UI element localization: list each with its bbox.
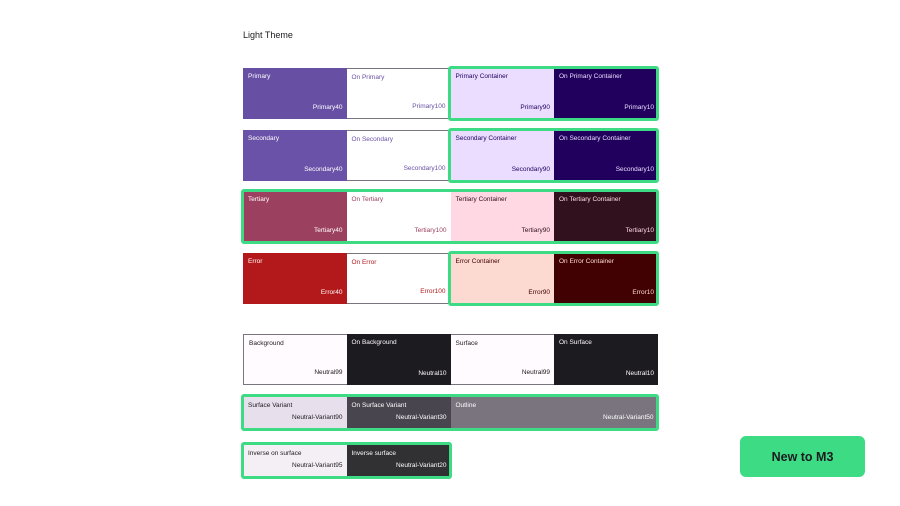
swatch-tone: Neutral10 [625,369,654,377]
swatch-error[interactable]: Error Error40 [243,253,347,304]
inverse-row: Inverse on surface Neutral-Variant95 Inv… [243,444,451,477]
swatch-name: On Secondary [351,136,394,143]
swatch-name: On Primary Container [559,73,622,80]
swatch-name: Primary [248,73,271,80]
swatch-name: Background [249,340,284,347]
swatch-tone: Neutral-Variant30 [396,413,447,421]
swatch-name: Secondary [248,135,280,142]
swatch-name: On Surface Variant [351,402,407,409]
swatch-name: On Surface [559,339,592,346]
swatch-tone: Error10 [632,288,654,296]
swatch-tone: Tertiary90 [521,226,550,234]
swatch-on-error[interactable]: On Error Error100 [346,253,451,304]
swatch-tone: Neutral-Variant95 [292,461,343,469]
swatch-tone: Secondary10 [615,165,654,173]
background-surface-row: Background Neutral99 On Background Neutr… [243,334,658,385]
swatch-name: Tertiary [248,196,270,203]
swatch-on-secondary[interactable]: On Secondary Secondary100 [346,130,451,181]
swatch-name: On Tertiary [351,196,384,203]
swatch-name: Inverse on surface [248,450,302,457]
swatch-tone: Error90 [528,288,550,296]
swatch-name: Secondary Container [455,135,517,142]
swatch-primary[interactable]: Primary Primary40 [243,68,347,119]
primary-row: Primary Primary40 On Primary Primary100 … [243,68,658,119]
page-title: Light Theme [243,30,293,40]
swatch-primary-container[interactable]: Primary Container Primary90 [450,68,554,119]
swatch-on-tertiary[interactable]: On Tertiary Tertiary100 [346,191,451,242]
swatch-tone: Error40 [320,288,343,296]
swatch-tone: Neutral10 [418,369,447,377]
swatch-inverse-surface[interactable]: Inverse surface Neutral-Variant20 [346,444,451,477]
swatch-name: On Background [351,339,397,346]
swatch-on-surface-variant[interactable]: On Surface Variant Neutral-Variant30 [346,396,451,429]
swatch-background[interactable]: Background Neutral99 [243,334,347,385]
tertiary-row: Tertiary Tertiary40 On Tertiary Tertiary… [243,191,658,242]
swatch-name: On Error [351,259,377,266]
swatch-tone: Neutral99 [521,368,550,376]
swatch-on-secondary-container[interactable]: On Secondary Container Secondary10 [554,130,658,181]
swatch-tone: Neutral-Variant50 [603,413,654,421]
secondary-row: Secondary Secondary40 On Secondary Secon… [243,130,658,181]
swatch-tone: Error100 [420,287,446,295]
swatch-on-surface[interactable]: On Surface Neutral10 [554,334,658,385]
new-to-m3-button[interactable]: New to M3 [740,436,865,477]
swatch-tertiary[interactable]: Tertiary Tertiary40 [243,191,347,242]
surface-variant-row: Surface Variant Neutral-Variant90 On Sur… [243,396,658,429]
swatch-on-background[interactable]: On Background Neutral10 [346,334,451,385]
swatch-name: Inverse surface [351,450,396,457]
swatch-surface-variant[interactable]: Surface Variant Neutral-Variant90 [243,396,347,429]
swatch-tone: Tertiary40 [313,226,343,234]
swatch-name: On Tertiary Container [559,196,621,203]
swatch-name: Surface [455,340,478,347]
swatch-tone: Secondary100 [403,164,446,172]
swatch-on-primary-container[interactable]: On Primary Container Primary10 [554,68,658,119]
swatch-name: On Primary [351,74,385,81]
swatch-tertiary-container[interactable]: Tertiary Container Tertiary90 [450,191,554,242]
swatch-surface[interactable]: Surface Neutral99 [450,334,554,385]
swatch-tone: Tertiary10 [625,226,654,234]
swatch-on-error-container[interactable]: On Error Container Error10 [554,253,658,304]
swatch-on-primary[interactable]: On Primary Primary100 [346,68,451,119]
swatch-secondary[interactable]: Secondary Secondary40 [243,130,347,181]
swatch-tone: Primary100 [412,102,446,110]
error-row: Error Error40 On Error Error100 Error Co… [243,253,658,304]
swatch-outline[interactable]: Outline Neutral-Variant50 [450,396,658,429]
swatch-name: On Secondary Container [559,135,631,142]
swatch-tone: Primary90 [520,103,550,111]
swatch-on-tertiary-container[interactable]: On Tertiary Container Tertiary10 [554,191,658,242]
swatch-name: Outline [455,402,477,409]
swatch-tone: Secondary40 [304,165,343,173]
swatch-tone: Secondary90 [511,165,550,173]
swatch-error-container[interactable]: Error Container Error90 [450,253,554,304]
swatch-tone: Neutral99 [314,368,343,376]
swatch-inverse-on-surface[interactable]: Inverse on surface Neutral-Variant95 [243,444,347,477]
swatch-name: On Error Container [559,258,614,265]
swatch-name: Error [248,258,263,265]
swatch-tone: Primary10 [624,103,654,111]
swatch-tone: Tertiary100 [414,226,447,234]
swatch-tone: Neutral-Variant90 [292,413,343,421]
swatch-tone: Primary40 [312,103,343,111]
swatch-name: Tertiary Container [455,196,507,203]
swatch-name: Surface Variant [248,402,293,409]
swatch-tone: Neutral-Variant20 [396,461,447,469]
swatch-name: Error Container [455,258,500,265]
swatch-secondary-container[interactable]: Secondary Container Secondary90 [450,130,554,181]
swatch-name: Primary Container [455,73,508,80]
